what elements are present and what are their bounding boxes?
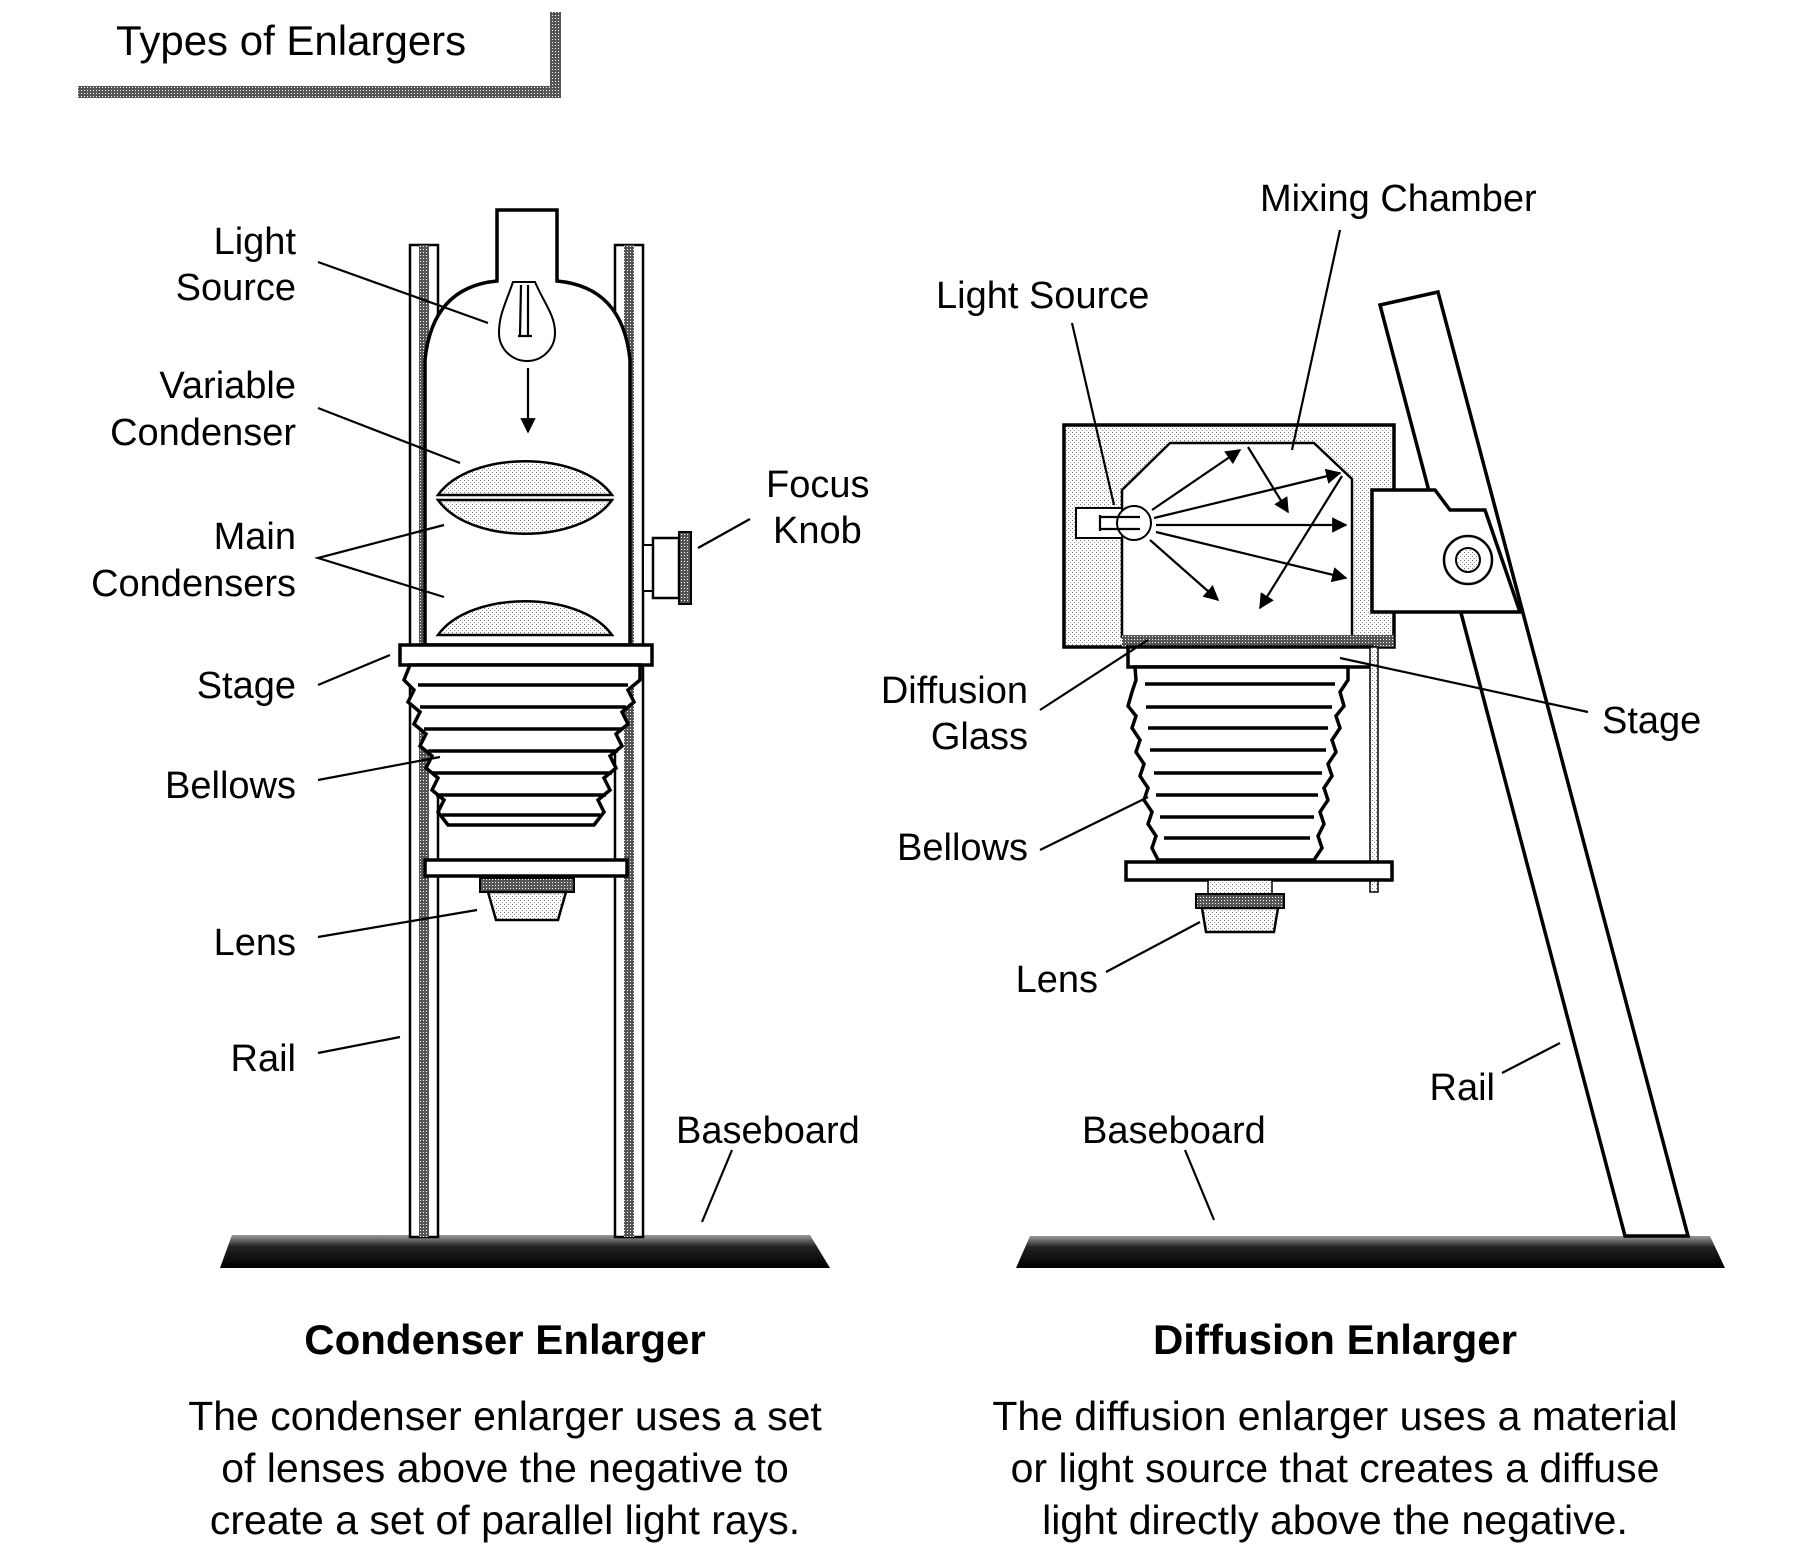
diffusion-labels: Mixing Chamber Light Source Diffusion Gl… <box>881 178 1701 1152</box>
diffusion-title: Diffusion Enlarger <box>1153 1316 1517 1363</box>
leader-main-condensers <box>313 523 445 599</box>
header-shadow-right <box>547 12 561 98</box>
focus-knob <box>642 531 692 605</box>
leader-stage <box>1339 656 1589 714</box>
label-lens: Lens <box>214 922 296 964</box>
label-stage: Stage <box>197 665 296 707</box>
header-box <box>70 12 550 86</box>
leader-diffusion-glass <box>1039 639 1149 711</box>
diffusion-lens-board <box>1124 860 1394 882</box>
diffusion-light-bulb-icon <box>1075 505 1152 541</box>
label-diffusion-glass-1: Diffusion <box>881 670 1028 712</box>
rail-bracket <box>1370 488 1523 614</box>
leader-stage <box>317 653 391 687</box>
condenser-bellows <box>401 663 642 827</box>
label-rail: Rail <box>1430 1067 1495 1109</box>
header-banner: Types of Enlargers <box>70 12 561 98</box>
variable-condenser-lens <box>435 460 615 497</box>
light-bulb-icon <box>497 281 557 362</box>
label-main-condensers-1: Main <box>214 516 296 558</box>
diffusion-support-rod <box>1369 646 1379 893</box>
diffusion-desc-line-2: or light source that creates a diffuse <box>1011 1445 1660 1491</box>
label-stage: Stage <box>1602 700 1701 742</box>
diffusion-bellows <box>1126 665 1350 862</box>
page-title: Types of Enlargers <box>116 17 466 64</box>
leader-light-source <box>317 260 489 325</box>
condenser-description: The condenser enlarger uses a set of len… <box>188 1393 822 1543</box>
diffusion-lens <box>1195 879 1285 934</box>
label-main-condensers-2: Condensers <box>91 563 296 605</box>
label-focus-knob-2: Knob <box>773 510 862 552</box>
diffusion-glass <box>1122 635 1394 647</box>
leader-lens <box>317 908 478 939</box>
diffusion-enlarger: Mixing Chamber Light Source Diffusion Gl… <box>881 178 1725 1543</box>
label-baseboard: Baseboard <box>1082 1110 1266 1152</box>
diffusion-desc-line-1: The diffusion enlarger uses a material <box>992 1393 1677 1439</box>
condenser-desc-line-2: of lenses above the negative to <box>221 1445 789 1491</box>
label-light-source-2: Source <box>176 267 296 309</box>
label-light-source: Light Source <box>936 275 1149 317</box>
condenser-lens-board <box>423 858 629 878</box>
condenser-labels: Light Source Variable Condenser Main Con… <box>91 221 869 1152</box>
diffusion-stage <box>1126 645 1374 669</box>
diffusion-baseboard <box>1016 1236 1725 1268</box>
label-rail: Rail <box>231 1038 296 1080</box>
label-focus-knob-1: Focus <box>766 464 869 506</box>
label-mixing-chamber: Mixing Chamber <box>1260 178 1537 220</box>
leader-lens <box>1105 921 1201 973</box>
variable-condenser-lens-lower <box>435 498 615 535</box>
mixing-chamber <box>1120 441 1354 639</box>
leader-focus-knob <box>697 518 751 549</box>
leader-bellows <box>317 755 441 782</box>
leader-bellows <box>1039 796 1149 851</box>
condenser-baseboard <box>220 1235 830 1268</box>
leader-light-source <box>1070 322 1116 506</box>
condenser-stage <box>398 643 654 667</box>
condenser-title: Condenser Enlarger <box>304 1316 705 1363</box>
leader-baseboard <box>700 1149 734 1223</box>
label-light-source-1: Light <box>214 221 297 263</box>
main-condenser-lens <box>435 600 615 637</box>
label-bellows: Bellows <box>165 765 296 807</box>
diffusion-desc-line-3: light directly above the negative. <box>1042 1497 1628 1543</box>
leader-mixing-chamber <box>1290 229 1342 451</box>
label-diffusion-glass-2: Glass <box>931 716 1028 758</box>
leader-rail <box>1501 1042 1561 1074</box>
leader-baseboard <box>1183 1149 1216 1221</box>
light-ray-arrows <box>1149 446 1348 610</box>
label-variable-condenser-2: Condenser <box>110 412 296 454</box>
label-bellows: Bellows <box>897 827 1028 869</box>
label-lens: Lens <box>1016 959 1098 1001</box>
condenser-lens <box>479 877 575 922</box>
diffusion-description: The diffusion enlarger uses a material o… <box>992 1393 1677 1543</box>
condenser-enlarger: Light Source Variable Condenser Main Con… <box>91 208 869 1543</box>
leader-variable-condenser <box>317 406 461 465</box>
leader-rail <box>317 1035 401 1055</box>
diffusion-rail <box>1377 289 1691 1238</box>
label-baseboard: Baseboard <box>676 1110 860 1152</box>
label-variable-condenser-1: Variable <box>159 365 296 407</box>
condenser-desc-line-1: The condenser enlarger uses a set <box>188 1393 822 1439</box>
condenser-desc-line-3: create a set of parallel light rays. <box>210 1497 800 1543</box>
